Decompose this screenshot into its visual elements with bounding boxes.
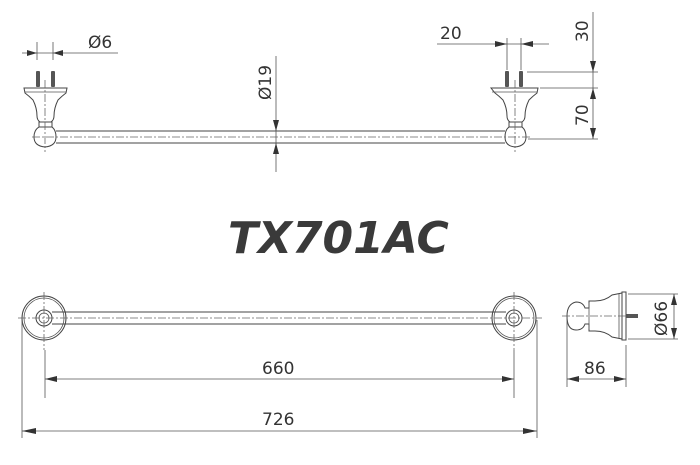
dim-screw-diameter: Ø6 — [22, 33, 118, 60]
dim-label: Ø6 — [88, 33, 112, 53]
dim-bar-diameter: Ø19 — [256, 56, 279, 172]
screw-icon — [51, 71, 55, 87]
dim-label: Ø19 — [256, 65, 276, 100]
dim-height: 30 70 — [527, 12, 598, 140]
towel-bar-front — [32, 130, 530, 144]
dim-label: Ø66 — [652, 301, 672, 336]
screw-icon — [519, 71, 523, 87]
dim-label: 30 — [573, 20, 593, 42]
side-view: Ø66 86 — [562, 291, 678, 387]
dim-label: 20 — [440, 24, 462, 44]
dim-label: 70 — [573, 104, 593, 126]
model-title: TX701AC — [228, 213, 449, 264]
dim-base-diameter: Ø66 — [628, 293, 678, 340]
dim-overall-length: 726 — [21, 318, 538, 438]
screw-icon — [36, 71, 40, 87]
dim-projection-depth: 86 — [566, 318, 627, 387]
front-view: Ø6 20 Ø19 30 70 — [22, 12, 598, 172]
dim-center-to-center: 660 — [44, 350, 515, 398]
dim-label: 86 — [584, 359, 606, 379]
right-bracket — [489, 71, 539, 152]
dim-label: 660 — [262, 359, 294, 379]
screw-icon — [505, 71, 509, 87]
left-bracket — [23, 71, 68, 152]
top-view: 660 726 — [18, 292, 542, 438]
dim-label: 726 — [262, 410, 294, 430]
screw-icon — [626, 314, 638, 318]
dim-screw-spacing: 20 — [437, 24, 549, 70]
